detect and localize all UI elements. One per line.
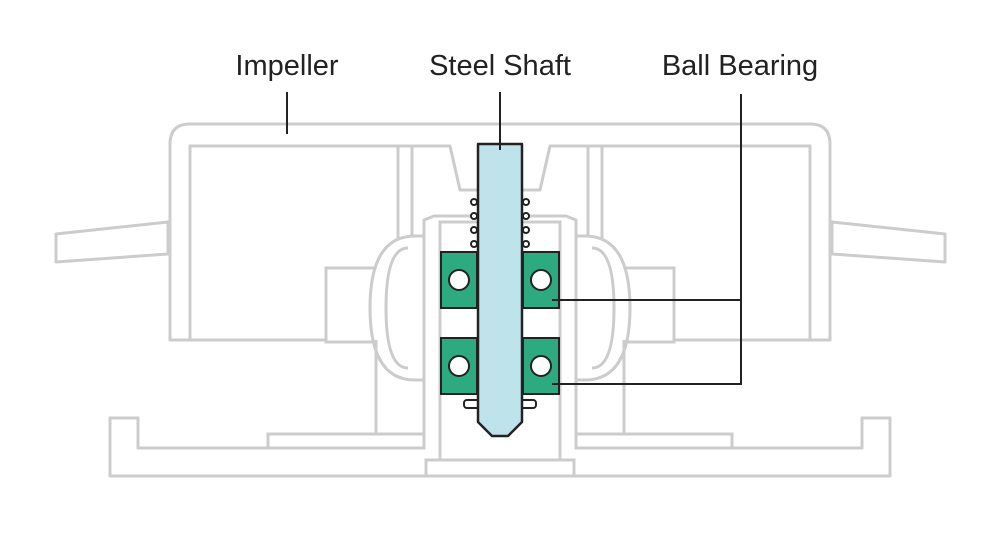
upper-left-bearing	[440, 251, 478, 309]
right-base-block	[574, 432, 734, 450]
base-bottom-plate	[424, 458, 576, 478]
impeller-label: Impeller	[235, 50, 339, 82]
right-coil	[573, 234, 632, 382]
bearing-leader-lower	[552, 300, 742, 385]
left-fan-blade	[54, 220, 170, 264]
right-coil-inner	[591, 246, 616, 370]
bearing-label: Ball Bearing	[661, 50, 819, 82]
lower-right-bearing	[522, 337, 560, 395]
lower-left-bearing	[440, 337, 478, 395]
left-base-block	[266, 432, 426, 450]
left-magnet	[324, 266, 378, 344]
right-fan-blade	[830, 220, 947, 264]
left-coil-inner	[384, 246, 409, 370]
steel-shaft	[476, 142, 524, 438]
left-coil	[368, 234, 427, 382]
upper-right-bearing	[522, 251, 560, 309]
shaft-label: Steel Shaft	[429, 50, 571, 82]
right-magnet	[622, 266, 676, 344]
